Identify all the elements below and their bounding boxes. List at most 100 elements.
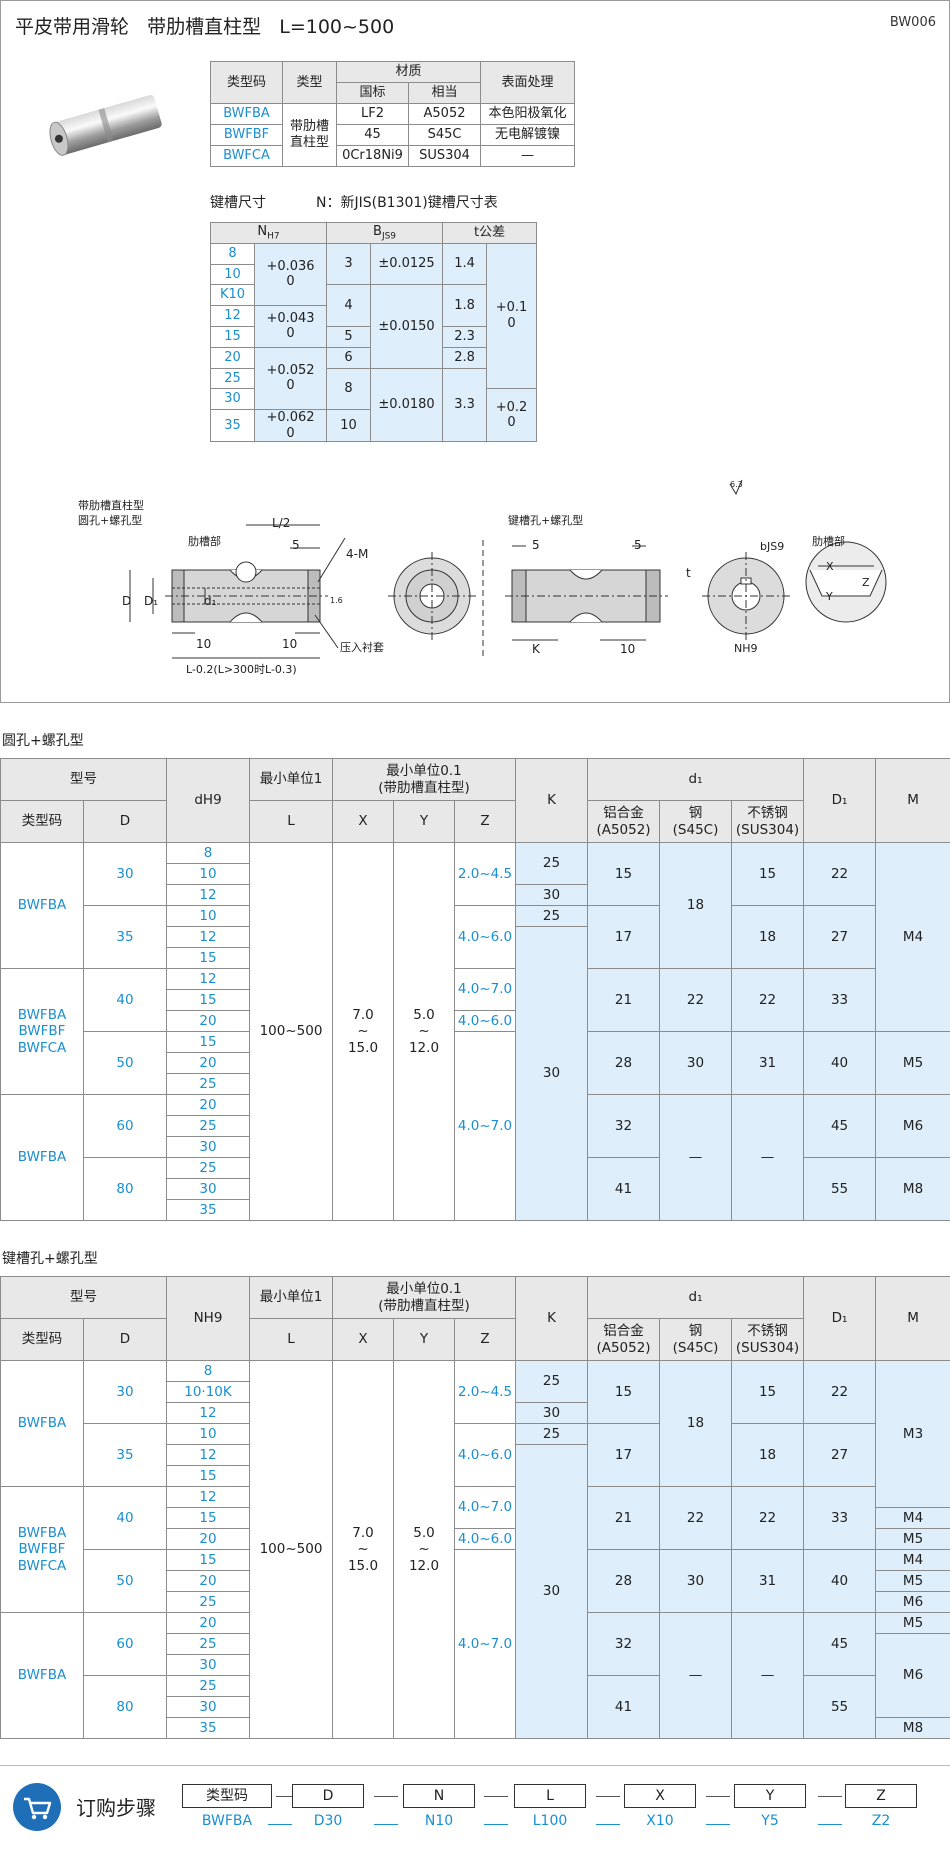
b-tol-cell: ±0.0180	[370, 367, 444, 443]
M-cell: M5	[875, 1612, 950, 1634]
b-cell: 8	[326, 367, 372, 411]
h-al: 铝合金 (A5052)	[587, 800, 661, 843]
K-cell: 25	[515, 1423, 589, 1445]
h-sus: 不锈钢 (SUS304)	[731, 800, 805, 843]
order-dash	[374, 1824, 398, 1825]
d-cell: 30	[166, 1178, 250, 1200]
h-dh9: dH9	[166, 758, 250, 843]
d-cell: 12	[166, 968, 250, 990]
n-cell: 20	[210, 346, 255, 369]
h-D: D	[83, 800, 167, 843]
header-type: 类型	[282, 61, 337, 104]
type-code-cell: BWFBF	[210, 124, 283, 146]
n-cell: 12	[166, 1444, 250, 1466]
d-cell: 10	[166, 905, 250, 927]
page-title: 平皮带用滑轮 带肋槽直柱型 L=100~500	[15, 16, 395, 38]
n-cell: 10	[210, 263, 255, 286]
X-cell: 7.0 ~ 15.0	[332, 842, 394, 1221]
h-sus: 不锈钢 (SUS304)	[731, 1318, 805, 1361]
sus-cell: 22	[731, 1486, 805, 1550]
Z-cell: 4.0~6.0	[453, 905, 517, 969]
order-value-Y: Y5	[761, 1813, 779, 1829]
bushing-label: 压入衬套	[340, 641, 384, 654]
drawing-right-title: 键槽孔+螺孔型	[508, 514, 584, 527]
n-cell: 25	[166, 1675, 250, 1697]
D1-cell: 45	[803, 1094, 877, 1158]
D-cell: 30	[83, 842, 167, 906]
order-steps-bar	[0, 1765, 950, 1852]
dim-K: K	[532, 642, 540, 656]
d-cell: 30	[166, 1136, 250, 1158]
n-cell: 15	[166, 1507, 250, 1529]
steel-cell: 30	[659, 1031, 733, 1095]
eq-cell: SUS304	[407, 145, 482, 167]
D1-cell: 40	[803, 1031, 877, 1095]
al-cell: 17	[587, 1423, 661, 1487]
n-cell: 15	[166, 1549, 250, 1571]
n-cell: 25	[166, 1591, 250, 1613]
dim-10a: 10	[196, 637, 212, 651]
order-value-type-code: BWFBA	[201, 1813, 253, 1829]
order-value-Z: Z2	[871, 1813, 891, 1829]
sus-cell: 18	[731, 905, 805, 969]
D-cell: 50	[83, 1031, 167, 1095]
d-cell: 25	[166, 1073, 250, 1095]
dim-r10: 10	[620, 642, 636, 656]
type-code-cell: BWFBA	[0, 842, 84, 969]
t-cell: 3.3	[442, 367, 488, 443]
h-m: M	[875, 758, 950, 843]
b-cell: 3	[326, 242, 372, 286]
round-hole-table: 型号 dH9 最小单位1 最小单位0.1 (带肋槽直柱型) K d₁ D₁ M …	[0, 758, 950, 1221]
M-cell: M4	[875, 1507, 950, 1529]
d-cell: 20	[166, 1052, 250, 1074]
order-field-D: D	[292, 1784, 364, 1808]
keyway-table: NH7 BJS9 t公差 8 +0.036 0 3 ±0.0125 1.4 +0…	[209, 222, 538, 443]
n-tol-cell: +0.062 0	[253, 409, 328, 443]
h-L: L	[249, 1318, 333, 1361]
n-cell: 30	[166, 1654, 250, 1676]
dim-b: bJS9	[760, 540, 785, 553]
dim-n: NH9	[734, 642, 758, 655]
drawing-left-title2: 圆孔+螺孔型	[78, 514, 143, 527]
dim-d1: d₁	[204, 594, 217, 608]
order-dash	[596, 1824, 620, 1825]
n-cell: 10	[166, 1423, 250, 1445]
M-cell: M6	[875, 1094, 950, 1158]
keyway-label: 键槽尺寸	[210, 195, 266, 211]
D1-cell: 40	[803, 1549, 877, 1613]
dim-D1: D₁	[144, 594, 159, 608]
D1-cell: 22	[803, 1360, 877, 1424]
header-t: t公差	[442, 222, 538, 244]
steel-cell: 22	[659, 1486, 733, 1550]
steel-cell: 22	[659, 968, 733, 1032]
header-eq: 相当	[407, 82, 482, 104]
K-cell: 30	[515, 926, 589, 1221]
h-al: 铝合金 (A5052)	[587, 1318, 661, 1361]
n-cell: 8	[210, 242, 255, 265]
Z-cell: 2.0~4.5	[453, 842, 517, 906]
roughness-mark2: 1.6	[330, 596, 343, 605]
dim-L-note: L-0.2(L>300时L-0.3)	[186, 663, 297, 676]
order-dash	[706, 1824, 730, 1825]
keyway-note: N：新JIS(B1301)键槽尺寸表	[316, 195, 498, 211]
Z-cell: 2.0~4.5	[453, 1360, 517, 1424]
order-field-N: N	[403, 1784, 475, 1808]
n-tol-cell: +0.052 0	[253, 346, 328, 411]
Z-cell: 4.0~7.0	[453, 1031, 517, 1221]
M-cell: M4	[875, 1549, 950, 1571]
d-cell: 35	[166, 1199, 250, 1221]
h-D1: D₁	[803, 758, 877, 843]
M-cell: M6	[875, 1591, 950, 1613]
D1-cell: 55	[803, 1675, 877, 1739]
sus-cell: 31	[731, 1031, 805, 1095]
drawing-left-title1: 带肋槽直柱型	[78, 499, 144, 512]
order-field-Y: Y	[734, 1784, 806, 1808]
h-D1: D₁	[803, 1276, 877, 1361]
dim-y: Y	[826, 590, 833, 603]
b-cell: 4	[326, 284, 372, 327]
dim-l2: L/2	[272, 516, 291, 530]
rib-label2: 肋槽部	[812, 535, 845, 548]
cart-icon	[13, 1783, 61, 1831]
D1-cell: 55	[803, 1157, 877, 1221]
al-cell: 21	[587, 1486, 661, 1550]
